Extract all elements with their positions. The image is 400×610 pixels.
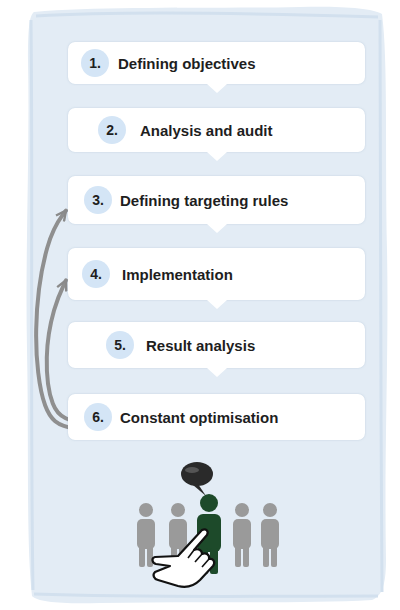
step-bar: Result analysis 5.: [68, 322, 365, 368]
feedback-arrow: [36, 211, 68, 428]
step-bar: Constant optimisation 6.: [68, 394, 365, 440]
speech-bubble: [181, 462, 213, 496]
step-bar: Implementation 4.: [68, 248, 365, 300]
step-label: Defining objectives: [118, 55, 256, 72]
hand-cursor: [152, 529, 214, 586]
background-brush-edge: [31, 13, 382, 596]
people-illustration: [137, 462, 279, 587]
number-circle: 6.: [84, 403, 112, 431]
step-label: Result analysis: [146, 337, 255, 354]
step-bar: Analysis and audit 2.: [68, 108, 365, 152]
step-label: Analysis and audit: [140, 122, 273, 139]
feedback-arrow: [47, 280, 68, 419]
background-panel: [27, 7, 388, 603]
number-circle: 3.: [84, 186, 112, 214]
step-number: 4.: [82, 266, 110, 282]
step-number: 1.: [81, 55, 109, 71]
step-number: 5.: [106, 337, 134, 353]
step-label: Implementation: [122, 266, 233, 283]
step-number: 2.: [98, 122, 126, 138]
step-bar: Defining objectives 1.: [68, 42, 365, 84]
step-number: 6.: [84, 409, 112, 425]
step-number: 3.: [84, 192, 112, 208]
step-label: Constant optimisation: [120, 409, 278, 426]
number-circle: 5.: [106, 331, 134, 359]
step-bar: Defining targeting rules 3.: [68, 176, 365, 224]
number-circle: 1.: [81, 49, 109, 77]
number-circle: 4.: [82, 260, 110, 288]
step-label: Defining targeting rules: [120, 192, 288, 209]
number-circle: 2.: [98, 116, 126, 144]
